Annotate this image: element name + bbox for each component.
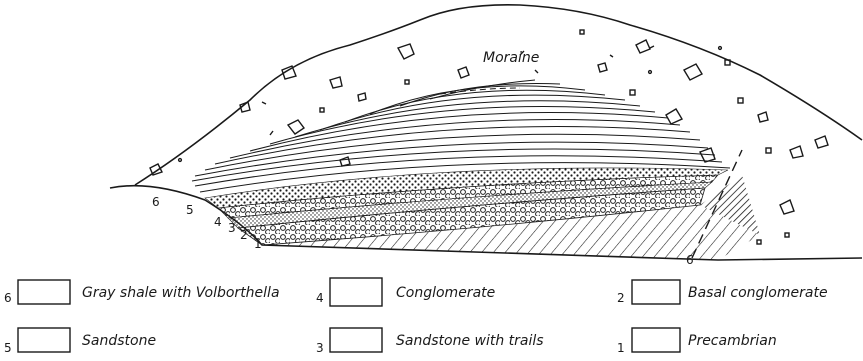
legend-label: Basal conglomerate (688, 285, 828, 301)
legend-swatch-sandstone-with-trails (330, 328, 382, 352)
legend-label: Sandstone (82, 333, 156, 349)
legend-label: Conglomerate (396, 285, 495, 301)
legend-swatch-gray-shale (18, 280, 70, 304)
legend-number: 5 (4, 341, 12, 355)
legend-number: 4 (316, 291, 324, 305)
legend-swatch-basal-conglomerate (632, 280, 680, 304)
legend-item-basal-conglomerate: 2 Basal conglomerate (617, 280, 828, 305)
layer-number-2: 2 (240, 228, 248, 242)
cross-section: Moraine 1 2 3 4 5 6 6 (110, 5, 862, 267)
legend-item-sandstone: 5 Sandstone (4, 328, 156, 355)
legend-number: 2 (617, 291, 625, 305)
legend-item-conglomerate: 4 Conglomerate (316, 278, 495, 306)
legend-number: 3 (316, 341, 324, 355)
legend-item-precambrian: 1 Precambrian (617, 328, 777, 355)
legend-number: 1 (617, 341, 625, 355)
layer-number-5: 5 (186, 203, 194, 217)
legend-label: Precambrian (688, 333, 777, 349)
legend-label: Gray shale with Volborthella (82, 285, 280, 301)
layer-number-6-left: 6 (152, 195, 160, 209)
layer-number-1: 1 (254, 237, 262, 251)
layer-number-3: 3 (228, 221, 236, 235)
legend-swatch-sandstone (18, 328, 70, 352)
legend-number: 6 (4, 291, 12, 305)
legend-swatch-conglomerate (330, 278, 382, 306)
legend: 6 Gray shale with Volborthella 4 Conglom… (4, 278, 828, 355)
layer-number-6-right: 6 (686, 253, 694, 267)
legend-label: Sandstone with trails (396, 333, 544, 349)
legend-item-sandstone-with-trails: 3 Sandstone with trails (316, 328, 544, 355)
legend-swatch-precambrian (632, 328, 680, 352)
moraine-label: Moraine (483, 50, 539, 66)
layer-number-4: 4 (214, 215, 222, 229)
legend-item-gray-shale: 6 Gray shale with Volborthella (4, 280, 280, 305)
